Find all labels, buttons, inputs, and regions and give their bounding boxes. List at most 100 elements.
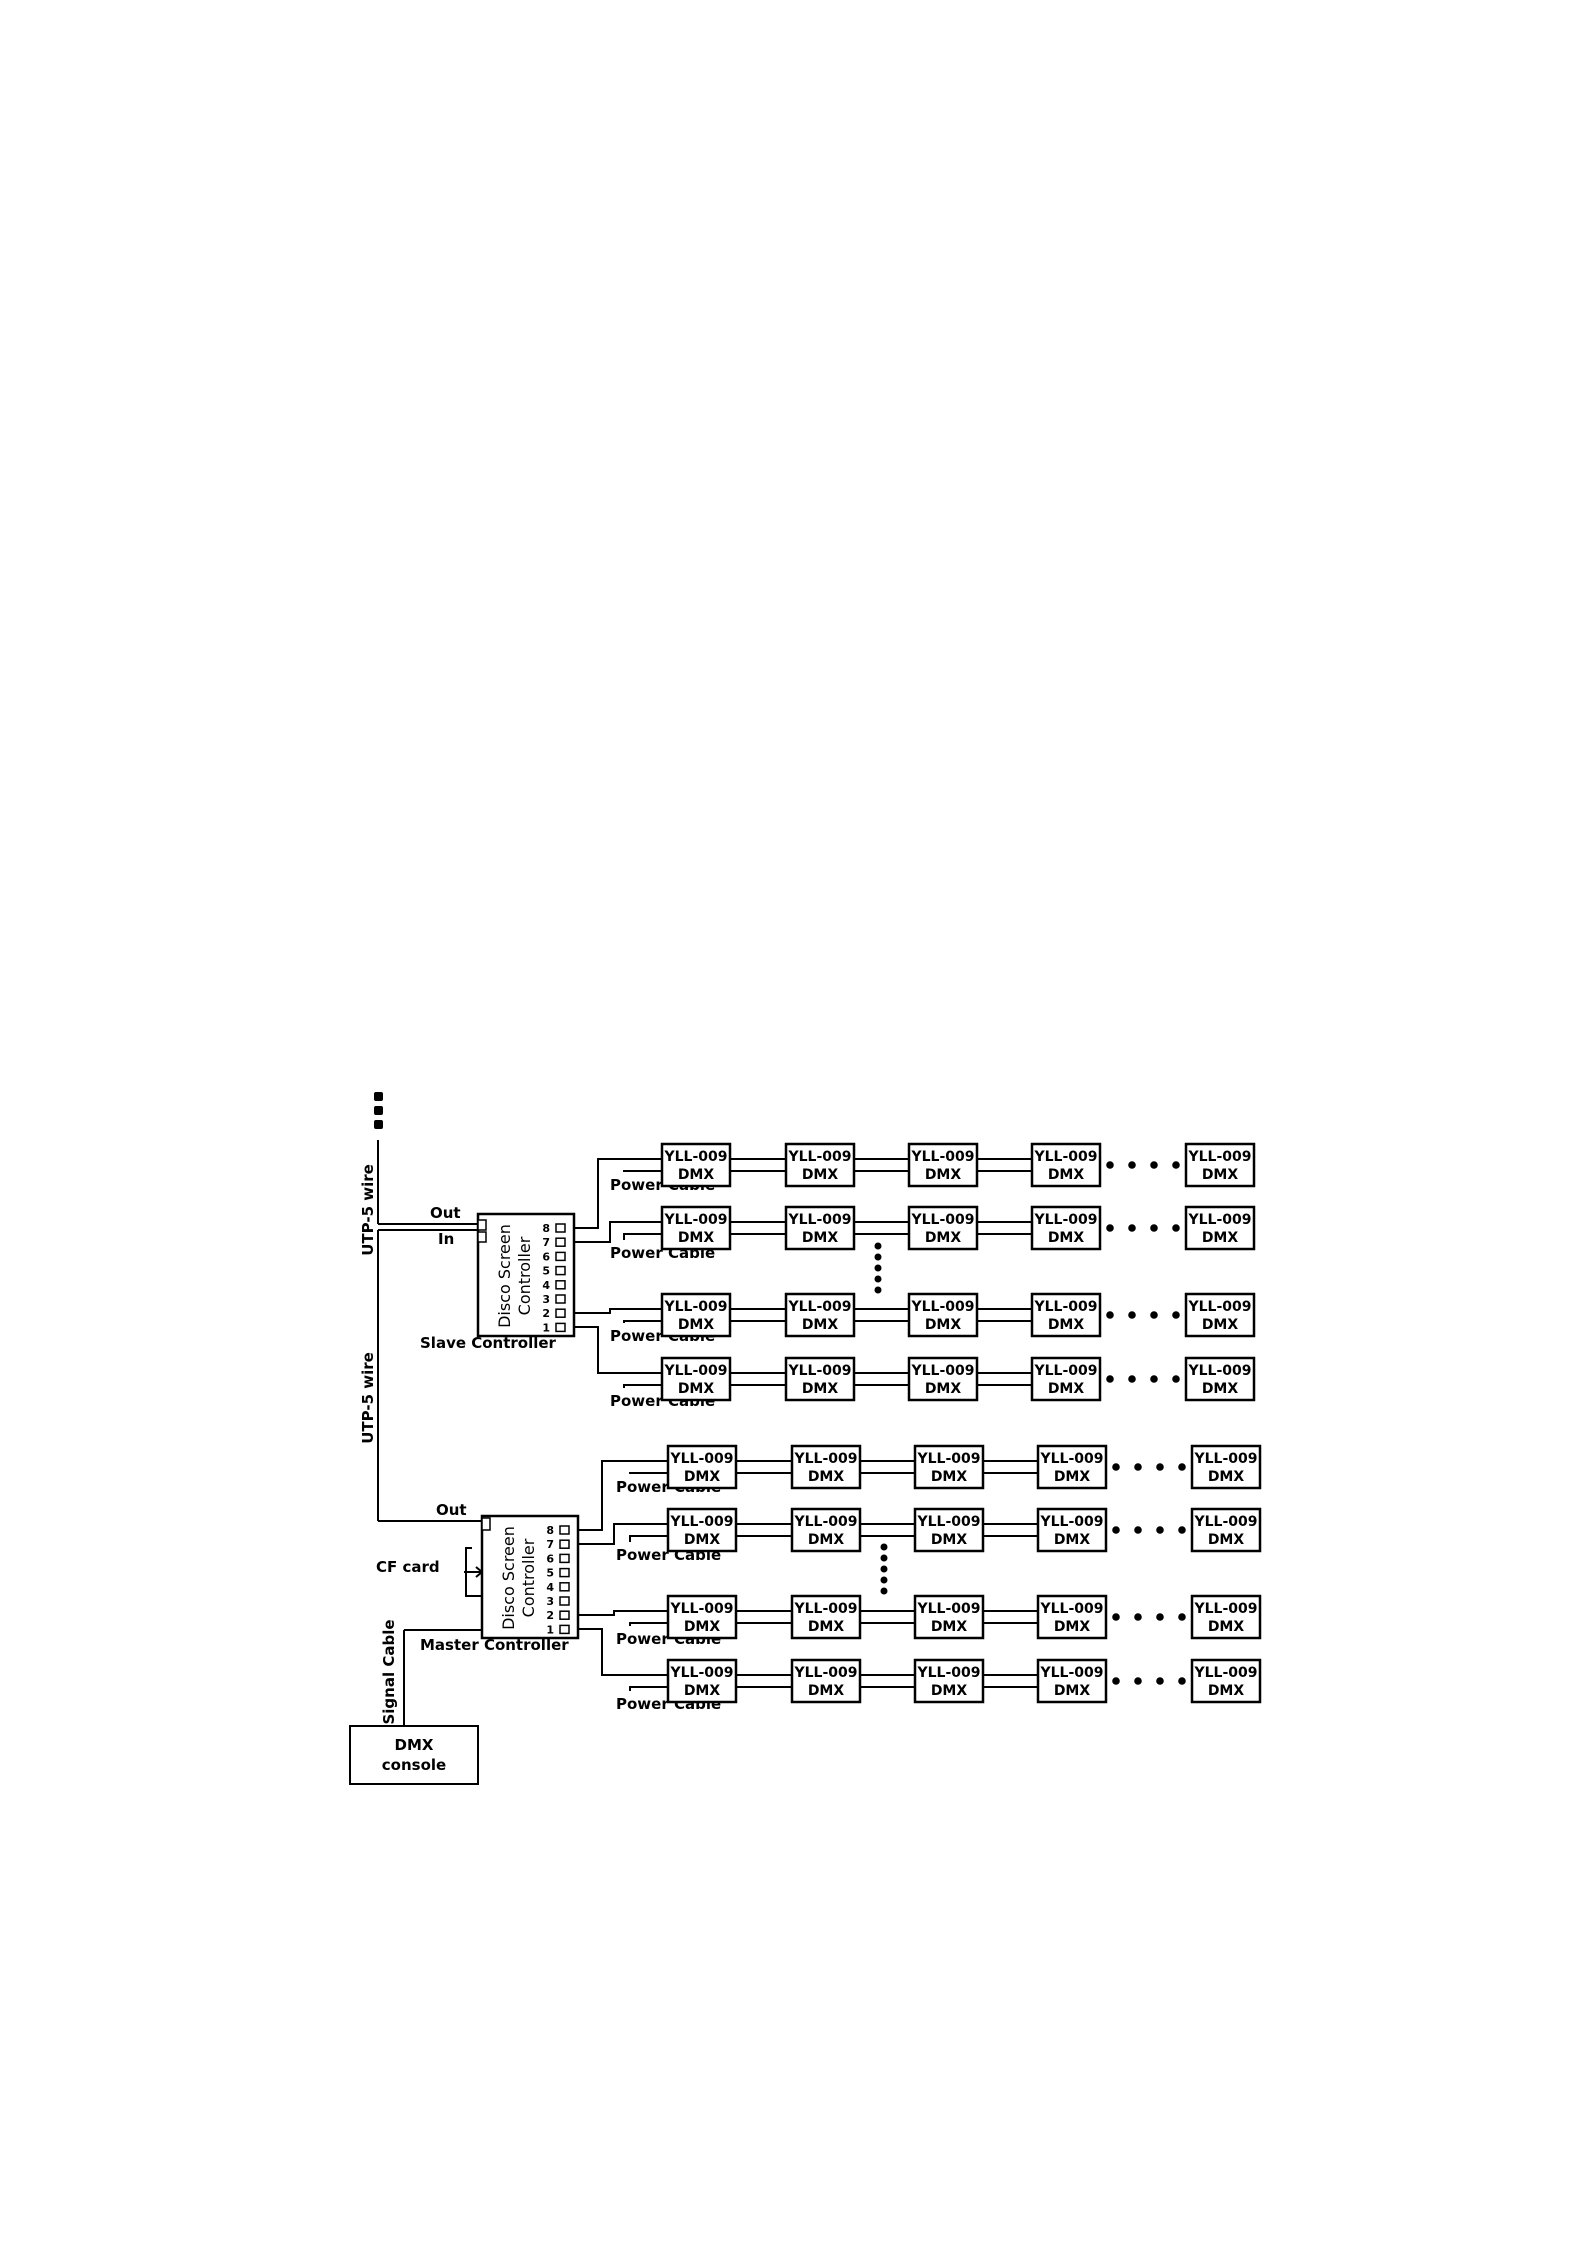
continuation-dot	[1150, 1311, 1158, 1319]
module-box	[666, 1594, 738, 1640]
utp-wire-label-middle: UTP-5 wire	[359, 1352, 377, 1444]
continuation-dot	[1178, 1677, 1186, 1685]
module-type-label: DMX	[1048, 1381, 1085, 1397]
port-number-8: 8	[542, 1222, 550, 1235]
module-model-label: YLL-009	[1039, 1451, 1103, 1467]
continuation-dot	[1128, 1375, 1136, 1383]
row-ellipsis-slave	[874, 1242, 882, 1294]
controller-title-line1: Disco Screen	[495, 1224, 514, 1328]
module-box	[1190, 1507, 1262, 1553]
module-model-label: YLL-009	[1033, 1212, 1097, 1228]
module-model-label: YLL-009	[793, 1514, 857, 1530]
module-model-label: YLL-009	[787, 1212, 851, 1228]
power-cable-wire	[629, 1472, 668, 1474]
module-model-label: YLL-009	[916, 1514, 980, 1530]
port-number-3: 3	[542, 1293, 550, 1306]
module-model-label: YLL-009	[663, 1212, 727, 1228]
module-type-label: DMX	[925, 1167, 962, 1183]
module-box	[1190, 1658, 1262, 1704]
controller-title-line1: Disco Screen	[499, 1526, 518, 1630]
module-type-label: DMX	[931, 1619, 968, 1635]
port-number-7: 7	[542, 1236, 550, 1249]
module-box	[907, 1142, 979, 1188]
module-model-label: YLL-009	[1187, 1299, 1251, 1315]
module-model-label: YLL-009	[1193, 1451, 1257, 1467]
module-model-label: YLL-009	[787, 1149, 851, 1165]
module-type-label: DMX	[1208, 1532, 1245, 1548]
row-ellipsis-master	[880, 1543, 888, 1595]
signal-wire	[578, 1523, 668, 1545]
module-model-label: YLL-009	[1187, 1149, 1251, 1165]
module-model-label: YLL-009	[910, 1363, 974, 1379]
module-box	[1036, 1507, 1108, 1553]
module-model-label: YLL-009	[1033, 1299, 1097, 1315]
module-model-label: YLL-009	[669, 1665, 733, 1681]
module-box	[1036, 1444, 1108, 1490]
continuation-dot	[1172, 1311, 1180, 1319]
module-model-label: YLL-009	[1187, 1212, 1251, 1228]
module-type-label: DMX	[925, 1317, 962, 1333]
module-model-label: YLL-009	[787, 1363, 851, 1379]
port-number-8: 8	[546, 1524, 554, 1537]
continuation-dot	[1150, 1224, 1158, 1232]
module-type-label: DMX	[808, 1683, 845, 1699]
port-number-6: 6	[542, 1250, 550, 1263]
module-row-7: Power CableYLL-009DMXYLL-009DMXYLL-009DM…	[578, 1594, 1262, 1648]
continuation-dot	[1178, 1526, 1186, 1534]
continuation-dot	[1156, 1526, 1164, 1534]
module-box	[784, 1292, 856, 1338]
module-model-label: YLL-009	[916, 1665, 980, 1681]
continuation-dot	[1156, 1613, 1164, 1621]
module-row-5: Power CableYLL-009DMXYLL-009DMXYLL-009DM…	[578, 1444, 1262, 1531]
module-box	[790, 1444, 862, 1490]
slave-out-label: Out	[430, 1204, 461, 1222]
port-number-3: 3	[546, 1595, 554, 1608]
cf-card-label: CF card	[376, 1558, 440, 1576]
module-row-1: Power CableYLL-009DMXYLL-009DMXYLL-009DM…	[574, 1142, 1256, 1229]
continuation-dot	[1134, 1613, 1142, 1621]
module-box	[784, 1142, 856, 1188]
utp-wire-label-top: UTP-5 wire	[359, 1164, 377, 1256]
port-2-connector	[559, 1610, 570, 1620]
module-model-label: YLL-009	[793, 1601, 857, 1617]
port-1-connector	[559, 1624, 570, 1635]
module-type-label: DMX	[1208, 1469, 1245, 1485]
dmx-console-line1: DMX	[395, 1736, 434, 1754]
continuation-dot	[1106, 1161, 1114, 1169]
master-controller-label: Master Controller	[420, 1636, 569, 1654]
continuation-dot	[1134, 1677, 1142, 1685]
port-5-connector	[559, 1567, 570, 1578]
dmx-console-line2: console	[382, 1756, 446, 1774]
module-model-label: YLL-009	[1193, 1665, 1257, 1681]
port-2-connector	[555, 1308, 566, 1318]
module-type-label: DMX	[802, 1381, 839, 1397]
continuation-dot	[1112, 1463, 1120, 1471]
module-type-label: DMX	[931, 1683, 968, 1699]
module-type-label: DMX	[931, 1469, 968, 1485]
port-8-connector	[555, 1223, 566, 1233]
module-type-label: DMX	[1054, 1532, 1091, 1548]
module-box	[1184, 1356, 1256, 1402]
module-box	[913, 1444, 985, 1490]
continuation-dot	[1112, 1677, 1120, 1685]
module-model-label: YLL-009	[1039, 1665, 1103, 1681]
